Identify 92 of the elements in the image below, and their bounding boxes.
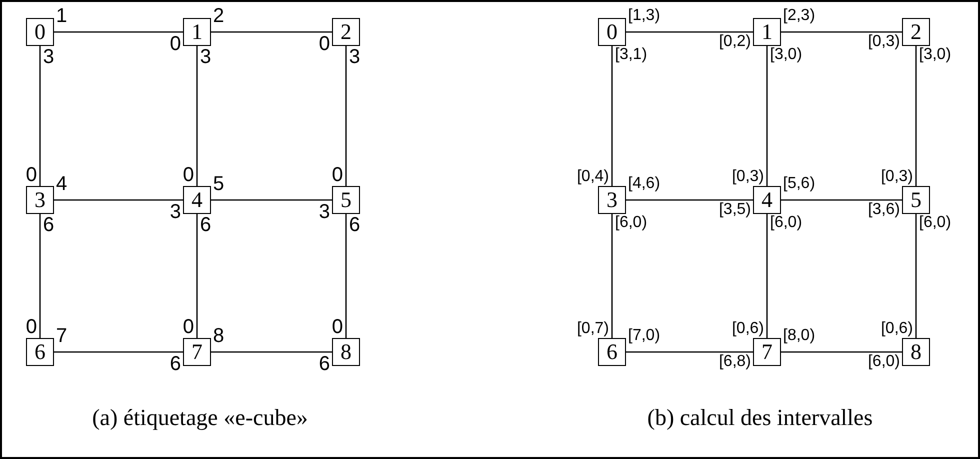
port-label: 3	[170, 202, 181, 222]
port-label: [0,7)	[576, 321, 609, 337]
connector-line	[211, 351, 332, 353]
port-label: [3,1)	[615, 47, 648, 63]
node-box: 4	[753, 186, 781, 214]
port-label: 0	[26, 165, 37, 185]
connector-line	[781, 31, 902, 33]
port-label: 6	[200, 215, 212, 235]
caption: (b) calcul des intervalles	[647, 405, 873, 431]
node-box: 5	[332, 186, 360, 214]
port-label: 4	[56, 174, 68, 194]
port-label: [0,3)	[868, 34, 900, 50]
connector-line	[196, 214, 198, 338]
port-label: 0	[182, 317, 194, 337]
node-box: 7	[753, 338, 781, 366]
port-label: [1,3)	[628, 8, 660, 24]
port-label: 0	[332, 165, 343, 185]
port-label: [0,6)	[732, 321, 764, 337]
connector-line	[611, 46, 613, 186]
connector-line	[766, 46, 768, 186]
connector-line	[54, 31, 183, 33]
port-label: 1	[56, 6, 68, 26]
caption: (a) étiquetage «e-cube»	[92, 405, 308, 431]
port-label: 6	[318, 354, 330, 374]
node-box: 2	[332, 18, 360, 46]
port-label: [0,3)	[732, 169, 764, 185]
port-label: 0	[26, 317, 37, 337]
port-label: [6,0)	[868, 354, 900, 370]
port-label: [0,6)	[880, 321, 913, 337]
port-label: 0	[170, 34, 181, 54]
port-label: 6	[43, 215, 54, 235]
node-box: 0	[26, 18, 54, 46]
port-label: 3	[43, 47, 54, 67]
port-label: [4,6)	[628, 176, 660, 192]
connector-line	[766, 214, 768, 338]
port-label: 0	[332, 317, 343, 337]
connector-line	[915, 46, 917, 186]
connector-line	[626, 31, 753, 33]
connector-line	[345, 214, 347, 338]
connector-line	[54, 351, 183, 353]
port-label: [2,3)	[783, 8, 816, 24]
node-box: 1	[753, 18, 781, 46]
port-label: [7,0)	[628, 328, 660, 344]
connector-line	[211, 31, 332, 33]
port-label: [3,0)	[919, 47, 952, 63]
port-label: 6	[349, 215, 360, 235]
port-label: 2	[213, 6, 224, 26]
connector-line	[54, 199, 183, 201]
port-label: 5	[213, 174, 224, 194]
node-box: 3	[598, 186, 626, 214]
node-box: 6	[598, 338, 626, 366]
connector-line	[781, 199, 902, 201]
node-box: 6	[26, 338, 54, 366]
connector-line	[345, 46, 347, 186]
port-label: 3	[200, 47, 212, 67]
port-label: [6,0)	[770, 215, 802, 231]
port-label: [0,4)	[576, 169, 609, 185]
port-label: [6,8)	[718, 354, 751, 370]
node-box: 8	[902, 338, 930, 366]
connector-line	[915, 214, 917, 338]
port-label: [3,0)	[770, 47, 802, 63]
node-box: 0	[598, 18, 626, 46]
port-label: [3,6)	[868, 202, 900, 218]
port-label: [8,0)	[783, 328, 816, 344]
port-label: 3	[349, 47, 360, 67]
connector-line	[39, 46, 41, 186]
connector-line	[196, 46, 198, 186]
connector-line	[626, 351, 753, 353]
connector-line	[781, 351, 902, 353]
port-label: [6,0)	[919, 215, 952, 231]
port-label: 6	[170, 354, 181, 374]
node-box: 7	[183, 338, 211, 366]
node-box: 8	[332, 338, 360, 366]
node-box: 1	[183, 18, 211, 46]
node-box: 2	[902, 18, 930, 46]
port-label: 3	[318, 202, 330, 222]
port-label: 0	[318, 34, 330, 54]
port-label: [6,0)	[615, 215, 648, 231]
connector-line	[211, 199, 332, 201]
port-label: [0,2)	[718, 34, 751, 50]
node-box: 4	[183, 186, 211, 214]
port-label: [3,5)	[718, 202, 751, 218]
node-box: 5	[902, 186, 930, 214]
connector-line	[611, 214, 613, 338]
port-label: [5,6)	[783, 176, 816, 192]
connector-line	[626, 199, 753, 201]
port-label: 8	[213, 326, 224, 346]
port-label: 0	[182, 165, 194, 185]
connector-line	[39, 214, 41, 338]
port-label: 7	[56, 326, 68, 346]
port-label: [0,3)	[880, 169, 913, 185]
node-box: 3	[26, 186, 54, 214]
